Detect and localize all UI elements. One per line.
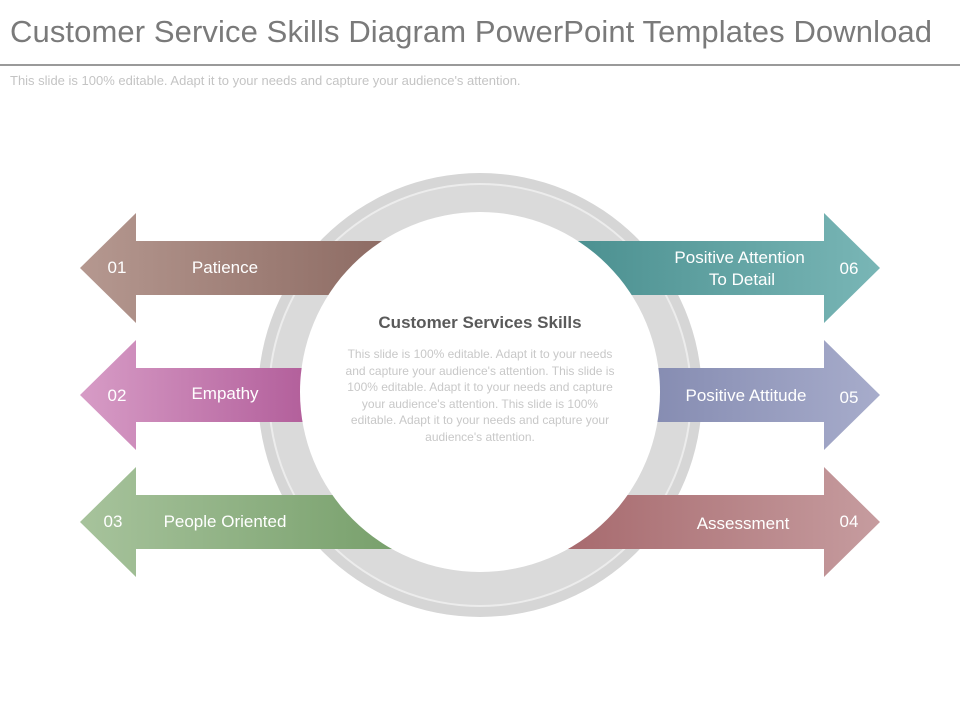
skill-number-05: 05 xyxy=(840,388,859,407)
skill-number-06: 06 xyxy=(840,259,859,278)
arrow-06-attention-detail xyxy=(565,213,880,323)
skill-label-patience: Patience xyxy=(192,258,258,277)
inner-circle xyxy=(300,212,660,572)
arrow-04-assessment xyxy=(565,467,880,577)
skill-label-attention-detail-line2: To Detail xyxy=(709,270,775,289)
skill-label-attention-detail: Positive Attention To Detail xyxy=(674,248,809,289)
center-body-text: This slide is 100% editable. Adapt it to… xyxy=(345,347,615,444)
skill-number-02: 02 xyxy=(108,386,127,405)
skill-label-attention-detail-line1: Positive Attention xyxy=(674,248,804,267)
arrow-01-patience xyxy=(80,213,395,323)
center-title: Customer Services Skills xyxy=(378,313,582,332)
title-divider xyxy=(0,64,960,66)
skill-label-assessment: Assessment xyxy=(697,514,790,533)
skill-label-empathy: Empathy xyxy=(191,384,259,403)
arrow-05-positive-attitude xyxy=(565,340,880,450)
skill-number-03: 03 xyxy=(104,512,123,531)
arrow-03-people-oriented xyxy=(80,467,395,577)
slide-subtitle: This slide is 100% editable. Adapt it to… xyxy=(10,73,521,88)
skill-label-positive-attitude: Positive Attitude xyxy=(686,386,807,405)
skill-label-people-oriented: People Oriented xyxy=(164,512,287,531)
arrow-02-empathy xyxy=(80,340,395,450)
slide-title: Customer Service Skills Diagram PowerPoi… xyxy=(10,14,933,49)
skill-number-04: 04 xyxy=(840,512,859,531)
skill-number-01: 01 xyxy=(108,258,127,277)
